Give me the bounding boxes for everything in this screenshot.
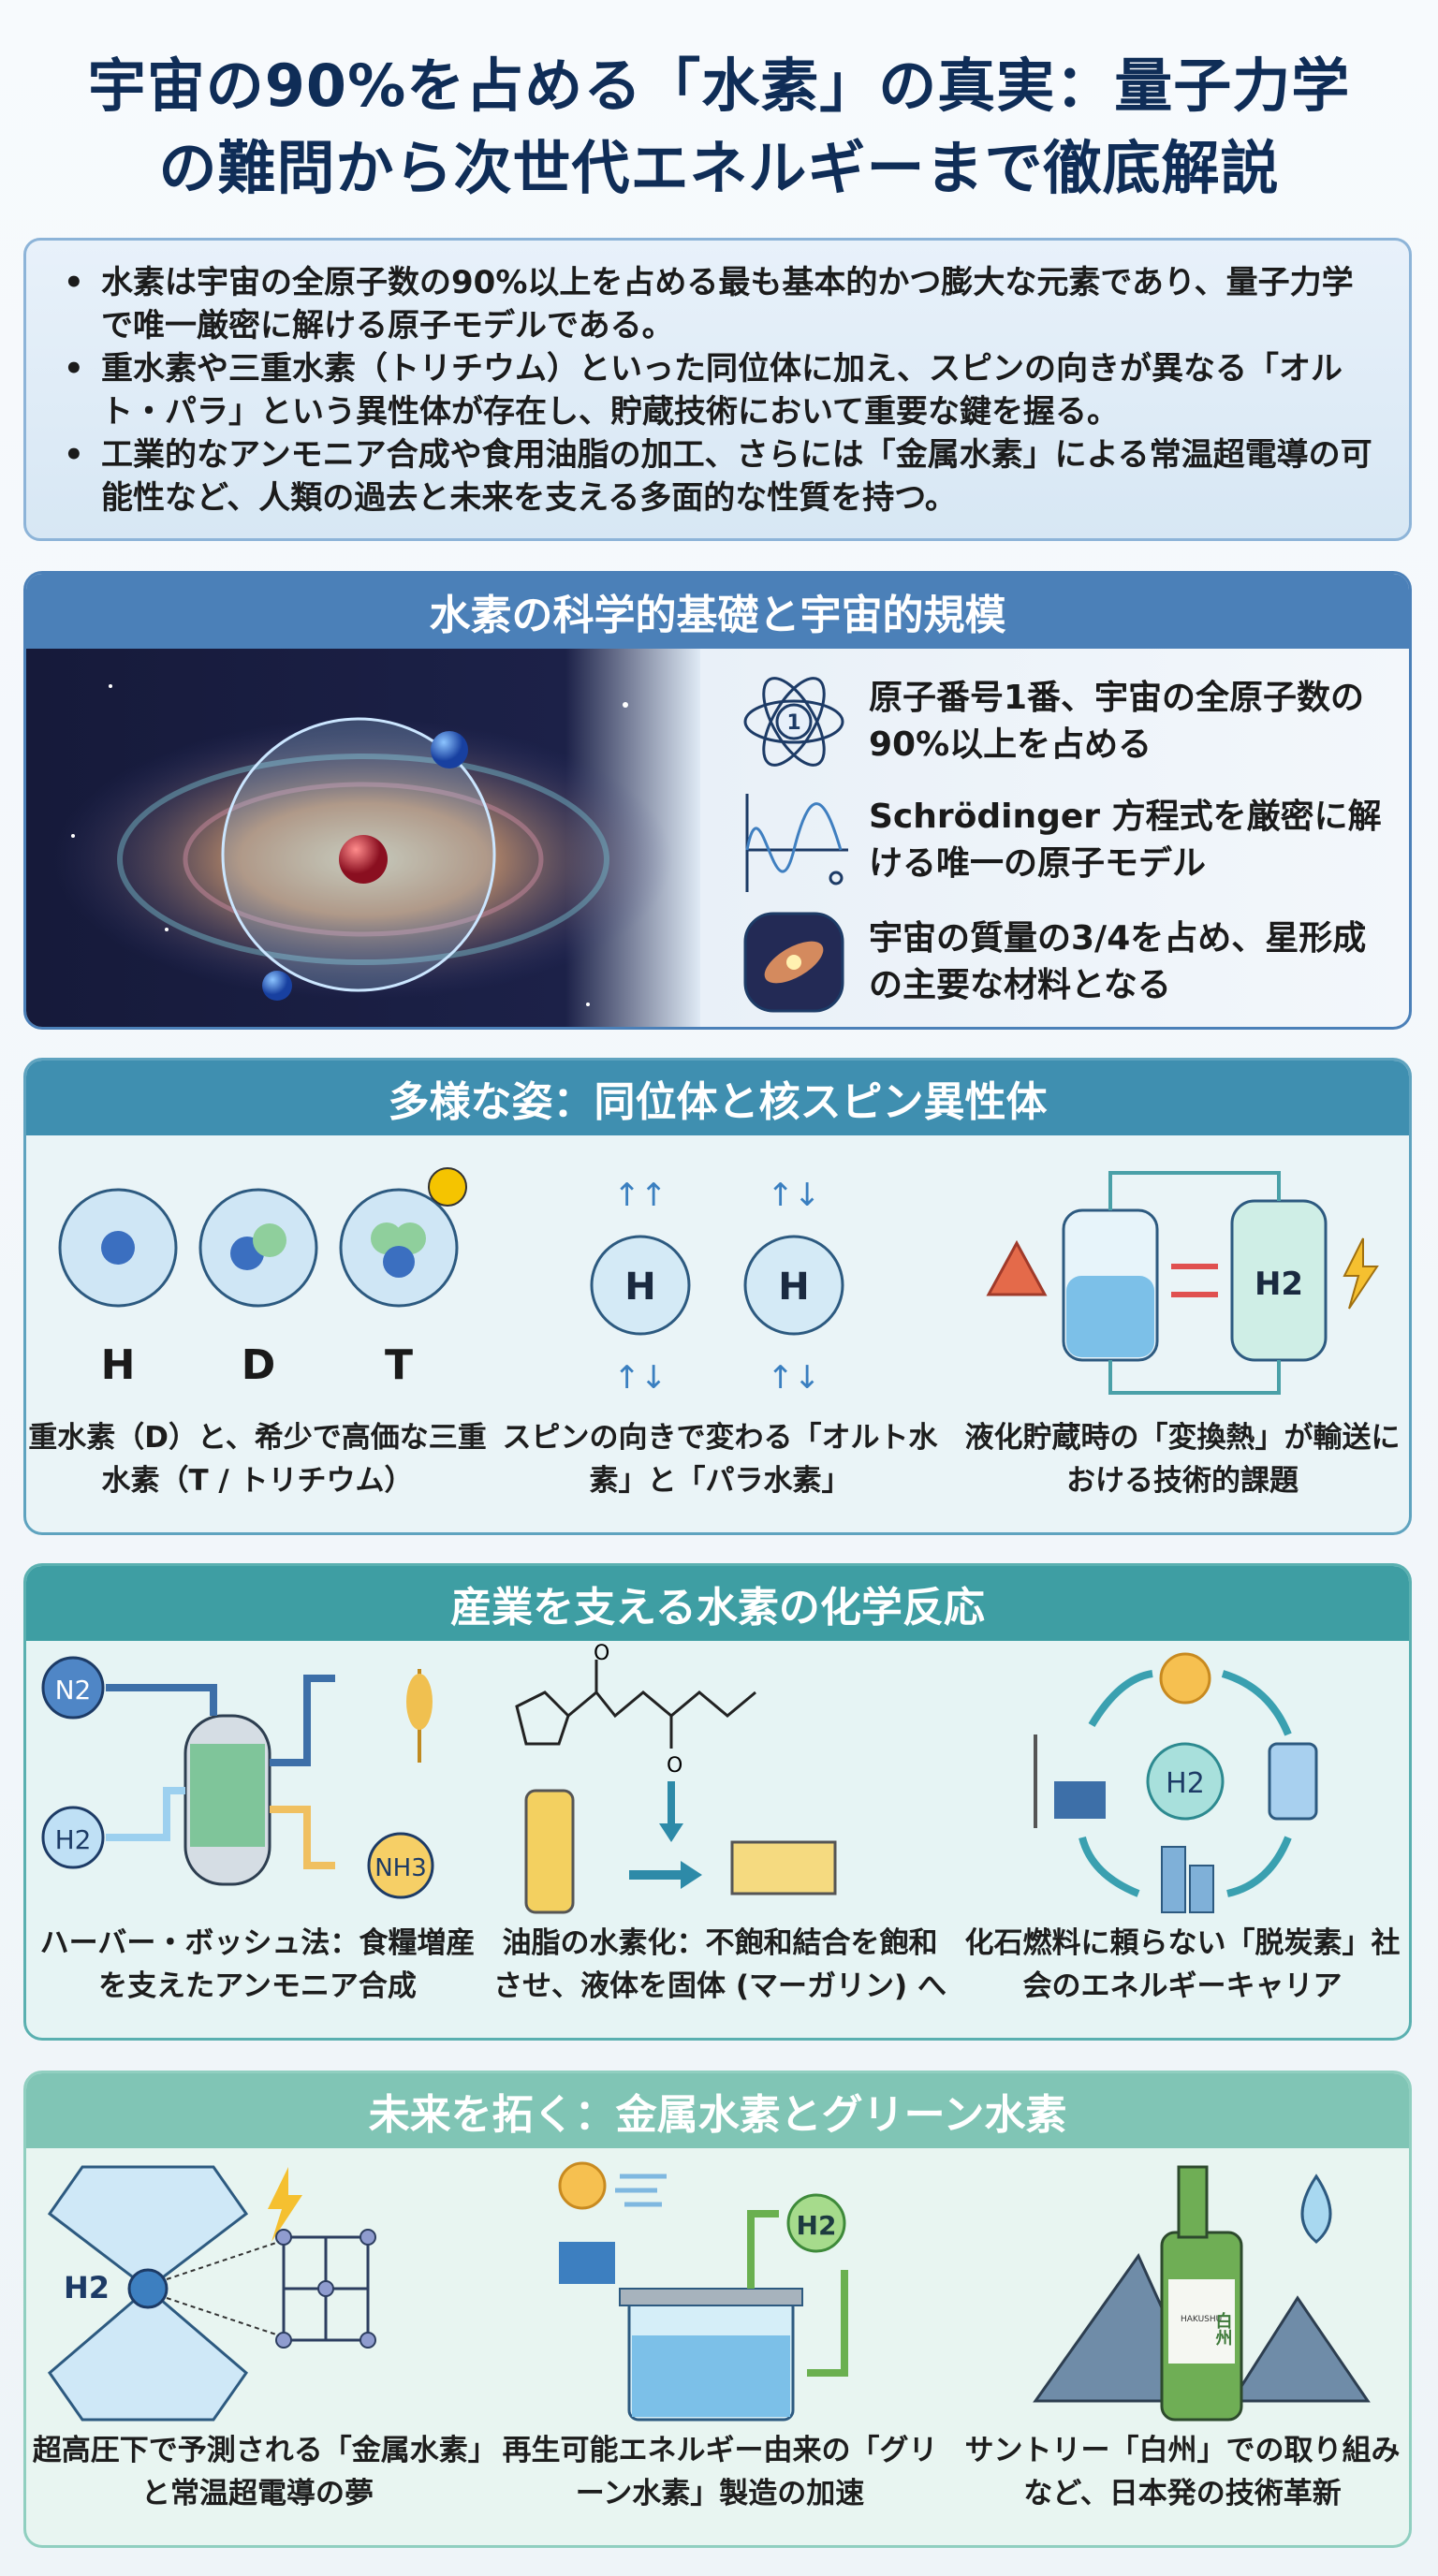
fact-schrodinger: Schrödinger 方程式を厳密に解ける唯一の原子モデル: [738, 784, 1393, 897]
hakushu-illustration: HAKUSHU 白州: [1033, 2165, 1371, 2422]
summary-box: 水素は宇宙の全原子数の90%以上を占める最も基本的かつ膨大な元素であり、量子力学…: [23, 238, 1412, 541]
fact-mass-fraction: 宇宙の質量の3/4を占め、星形成の主要な材料となる: [738, 906, 1393, 1018]
storage-column: H2 液化貯蔵時の「変換熱」が輸送における技術的課題: [951, 1135, 1409, 1532]
spin-isomers-illustration: H H ↑↑ ↑↓ ↑↓ ↑↓: [590, 1177, 844, 1397]
svg-text:O: O: [594, 1642, 609, 1665]
svg-text:H: H: [778, 1266, 809, 1309]
svg-text:N2: N2: [55, 1675, 92, 1705]
mountain-icon: [1229, 2295, 1371, 2403]
svg-text:H2: H2: [64, 2270, 110, 2305]
svg-text:T: T: [385, 1341, 413, 1389]
caption: 超高圧下で予測される「金属水素」と常温超電導の夢: [32, 2434, 483, 2510]
svg-text:↑↓: ↑↓: [768, 1177, 821, 1214]
svg-text:O: O: [667, 1754, 682, 1778]
solar-panel-icon: [559, 2242, 615, 2284]
svg-text:HAKUSHU: HAKUSHU: [1181, 2315, 1222, 2324]
svg-text:H2: H2: [797, 2210, 837, 2241]
decarbonization-column: H2 化石燃料に頼らない「脱炭素」社会のエネルギーキャリア: [951, 1641, 1409, 2038]
caption: スピンの向きで変わる「オルト水素」と「パラ水素」: [502, 1421, 938, 1498]
margarine-icon: [730, 1840, 837, 1895]
fact-atomic-number: 1 原子番号1番、宇宙の全原子数の90%以上を占める: [738, 666, 1393, 778]
galaxy-icon: [743, 912, 844, 1013]
svg-text:1: 1: [786, 711, 800, 735]
battery-icon: [1268, 1742, 1318, 1821]
section-isotopes-spin: 多様な姿：同位体と核スピン異性体 H D T 重水素（D）と、希少で高価な三重水素（…: [23, 1058, 1412, 1535]
svg-text:H2: H2: [55, 1824, 92, 1855]
isotopes-column: H D T 重水素（D）と、希少で高価な三重水素（T / トリチウム）: [26, 1135, 489, 1532]
section-title: 未来を拓く：金属水素とグリーン水素: [26, 2073, 1409, 2148]
fire-warning-icon: [986, 1239, 1048, 1296]
section-scientific-basis: 水素の科学的基礎と宇宙的規模 1 原子番号1番、宇宙の全原子数の90%以上を占め…: [23, 571, 1412, 1030]
city-icon: [1161, 1846, 1214, 1913]
radiation-icon: [428, 1167, 467, 1207]
section-title: 多様な姿：同位体と核スピン異性体: [26, 1061, 1409, 1135]
hakushu-column: HAKUSHU 白州 サントリー「白州」での取り組みなど、日本発の技術革新: [951, 2148, 1409, 2545]
hydrogenation-illustration: OO: [515, 1642, 837, 1914]
svg-text:↑↓: ↑↓: [768, 1359, 821, 1397]
section-chemical-reactions: 産業を支える水素の化学反応 N2 H2 NH3 ハーバー・ボッシュ法：食糧増産を…: [23, 1563, 1412, 2041]
section-title: 産業を支える水素の化学反応: [26, 1566, 1409, 1641]
lightning-icon: [1343, 1237, 1379, 1310]
svg-text:NH3: NH3: [374, 1854, 427, 1882]
svg-text:D: D: [242, 1341, 276, 1389]
spin-isomers-column: H H ↑↑ ↑↓ ↑↓ ↑↓ スピンの向きで変わる「オルト水素」と「パラ水素」: [489, 1135, 951, 1532]
water-drop-icon: [1300, 2174, 1332, 2244]
caption: 液化貯蔵時の「変換熱」が輸送における技術的課題: [964, 1421, 1401, 1498]
energy-cycle-illustration: H2: [1034, 1652, 1318, 1913]
haber-bosch-illustration: N2 H2 NH3: [41, 1656, 434, 1899]
svg-text:↑↑: ↑↑: [614, 1177, 668, 1214]
sun-icon: [558, 2161, 607, 2210]
diamond-anvil-illustration: H2: [47, 2165, 376, 2422]
svg-text:H: H: [101, 1341, 136, 1389]
lightning-icon: [268, 2167, 302, 2242]
svg-text:H: H: [624, 1266, 655, 1309]
summary-bullet: 重水素や三重水素（トリチウム）といった同位体に加え、スピンの向きが異なる「オルト…: [64, 347, 1381, 433]
section-future: 未来を拓く：金属水素とグリーン水素 H2 超高圧下で予測される「金属水素」と常温…: [23, 2071, 1412, 2548]
summary-bullet: 工業的なアンモニア合成や食用油脂の加工、さらには「金属水素」による常温超電導の可…: [64, 433, 1381, 520]
caption: 再生可能エネルギー由来の「グリーン水素」製造の加速: [502, 2434, 938, 2510]
caption: サントリー「白州」での取り組みなど、日本発の技術革新: [964, 2434, 1401, 2510]
hydrogen-atom-galaxy-illustration: [26, 649, 700, 1027]
page-title: 宇宙の90%を占める「水素」の真実：量子力学 の難問から次世代エネルギーまで徹底…: [87, 51, 1351, 202]
svg-text:H2: H2: [1166, 1767, 1205, 1800]
caption: 油脂の水素化：不飽和結合を飽和させ、液体を固体 (マーガリン) へ: [493, 1926, 946, 2003]
sun-icon: [1159, 1652, 1211, 1705]
wave-function-icon: [745, 794, 848, 892]
metallic-hydrogen-column: H2 超高圧下で予測される「金属水素」と常温超電導の夢: [26, 2148, 489, 2545]
caption: 重水素（D）と、希少で高価な三重水素（T / トリチウム）: [28, 1421, 487, 1498]
summary-bullet: 水素は宇宙の全原子数の90%以上を占める最も基本的かつ膨大な元素であり、量子力学…: [64, 261, 1381, 347]
oil-bottle-icon: [524, 1789, 575, 1914]
svg-text:↑↓: ↑↓: [614, 1359, 668, 1397]
caption: 化石燃料に頼らない「脱炭素」社会のエネルギーキャリア: [964, 1926, 1401, 2003]
electrolysis-illustration: H2: [558, 2161, 848, 2422]
svg-text:白州: 白州: [1213, 2311, 1234, 2346]
caption: ハーバー・ボッシュ法：食糧増産を支えたアンモニア合成: [39, 1926, 476, 2003]
svg-text:H2: H2: [1255, 1266, 1303, 1303]
haber-bosch-column: N2 H2 NH3 ハーバー・ボッシュ法：食糧増産を支えたアンモニア合成: [26, 1641, 489, 2038]
section-title: 水素の科学的基礎と宇宙的規模: [26, 574, 1409, 649]
atom-icon: 1: [743, 677, 844, 767]
solar-panel-icon: [1054, 1781, 1106, 1819]
wind-icon: [615, 2174, 667, 2207]
green-hydrogen-column: H2 再生可能エネルギー由来の「グリーン水素」製造の加速: [489, 2148, 951, 2545]
liquefied-storage-illustration: H2: [986, 1171, 1379, 1395]
